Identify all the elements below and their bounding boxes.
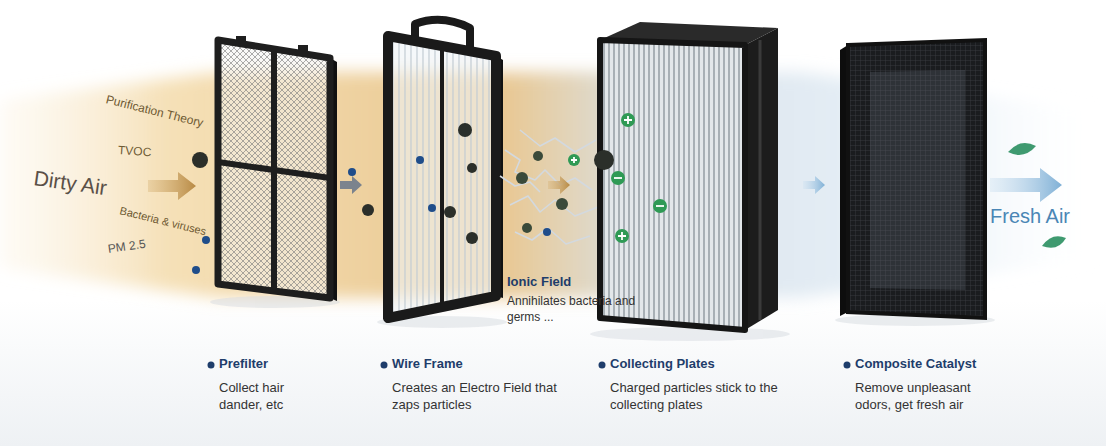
charge-symbols [568,113,667,243]
pollutant-label: Bacteria & viruses [118,203,207,238]
field-note: Annihilates bacteria and germs ... [507,294,657,325]
stage-heading: Composite Catalyst [855,356,976,373]
flow-label: Fresh Air [990,203,1070,229]
stage-description: Creates an Electro Field that zaps parti… [392,380,570,414]
stage-heading: Prefilter [219,356,268,373]
stage-heading: Wire Frame [392,356,463,373]
airflow-arrow [148,172,196,200]
particles [192,123,614,274]
stage-description: Charged particles stick to the collectin… [610,380,782,414]
airflow-arrow [548,176,570,194]
ionic-field-sparks [500,130,598,244]
collecting-plates-illustration [600,22,778,330]
composite-catalyst-illustration [840,40,985,318]
leaf [1042,236,1066,248]
bullet-dots [208,362,851,369]
field-heading: Ionic Field [507,274,571,291]
airflow-arrow [803,176,825,194]
leaf [1008,143,1036,155]
stage-description: Collect hair dander, etc [219,380,319,414]
pollutant-label: TVOC [117,143,151,161]
airflow-arrow [990,168,1062,202]
pollutant-label: Purification Theory [104,92,205,131]
stage-description: Remove unpleasant odors, get fresh air [855,380,995,414]
airflow-arrow [340,176,362,194]
wire-frame-illustration [388,20,503,318]
pollutant-label: PM 2.5 [107,237,147,258]
flow-label: Dirty Air [32,164,109,201]
stage-heading: Collecting Plates [610,356,715,373]
prefilter-illustration [218,36,337,301]
